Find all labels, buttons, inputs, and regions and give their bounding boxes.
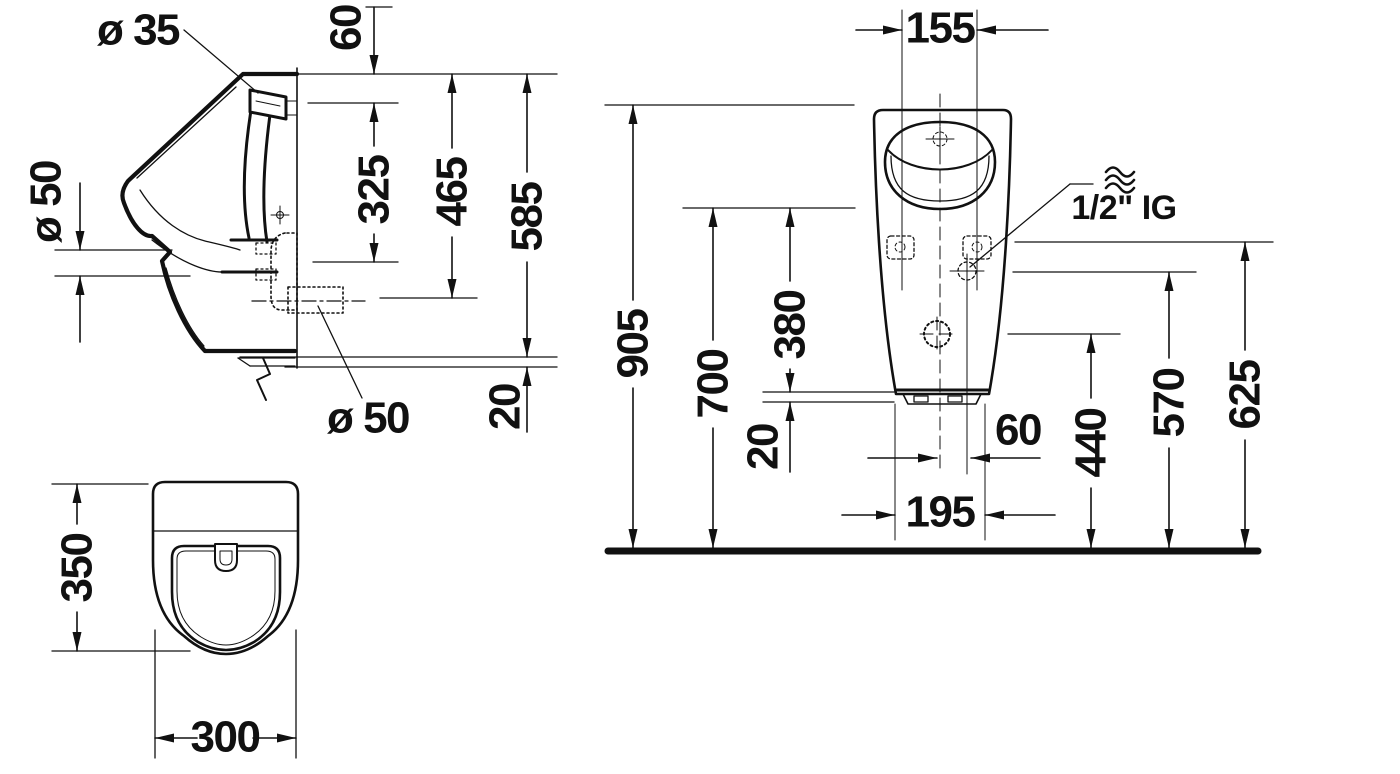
side-foot-bevel — [237, 357, 251, 367]
plan-bowl-outer — [170, 544, 282, 652]
front-outlet-hole-right — [947, 395, 963, 403]
side-spud-detail — [255, 100, 281, 107]
dim-905-label: 905 — [609, 309, 658, 379]
sensor-window-left-icon — [886, 235, 915, 260]
dim-380-label: 380 — [766, 291, 815, 360]
fixing-bolt-upper-dotted — [255, 242, 277, 255]
dim-700-label: 700 — [689, 350, 738, 419]
side-bowl-surface — [139, 189, 241, 251]
leader-dia35 — [183, 29, 259, 94]
front-outlet-flange — [902, 393, 982, 405]
dim-440-label: 440 — [1067, 409, 1116, 478]
plan-spout — [214, 543, 238, 572]
water-waves-icon — [1104, 166, 1136, 194]
dim-60-front-label: 60 — [995, 406, 1041, 455]
side-inner-top-face — [136, 86, 237, 179]
dim-350-label: 350 — [53, 534, 102, 603]
side-channel-front — [242, 96, 255, 240]
fixing-bolt-lower-dotted — [255, 268, 277, 281]
front-rim-outline — [883, 120, 997, 211]
side-section-view: 60 325 465 585 20 ø 35 ø 50 ø 50 — [22, 5, 558, 443]
side-spud — [248, 88, 288, 121]
plan-body-outline — [151, 480, 300, 656]
dim-60-side-label: 60 — [322, 5, 371, 51]
dim-625-label: 625 — [1221, 360, 1270, 430]
water-supply-label: 1/2" IG — [1071, 189, 1176, 227]
dim-dia35-label: ø 35 — [97, 6, 180, 55]
side-channel-back — [262, 98, 274, 244]
front-outlet-hole-left — [913, 395, 929, 403]
side-body-outline — [120, 71, 300, 354]
leader-dia50-pipe — [317, 305, 363, 399]
concealed-trap-dotted — [270, 232, 298, 311]
dim-300-label: 300 — [191, 713, 260, 762]
dim-570-label: 570 — [1145, 369, 1194, 438]
dim-20-side-label: 20 — [481, 384, 530, 430]
break-symbol-icon — [256, 357, 271, 401]
dim-155-label: 155 — [906, 4, 976, 53]
dim-dia50-section-label: ø 50 — [22, 161, 71, 243]
dim-325-label: 325 — [350, 155, 399, 225]
front-body-outline — [872, 108, 1013, 396]
dim-dia50-pipe-label: ø 50 — [327, 394, 409, 443]
sensor-window-left-detail — [894, 241, 906, 253]
dim-20-front-label: 20 — [739, 424, 788, 470]
side-lower-face-inner — [165, 267, 205, 347]
dim-195-label: 195 — [906, 488, 976, 537]
leader-water-supply — [969, 183, 1071, 268]
side-bowl-bottom — [151, 239, 223, 273]
dim-585-label: 585 — [503, 182, 552, 252]
dim-465-label: 465 — [428, 157, 477, 227]
plan-spout-inner — [219, 550, 233, 566]
plan-bowl-inner — [176, 550, 276, 646]
front-view: 1/2" IG 155 905 700 380 20 60 — [604, 4, 1274, 555]
concealed-pipe-dotted — [287, 286, 344, 314]
plan-view: 350 300 — [51, 480, 300, 762]
